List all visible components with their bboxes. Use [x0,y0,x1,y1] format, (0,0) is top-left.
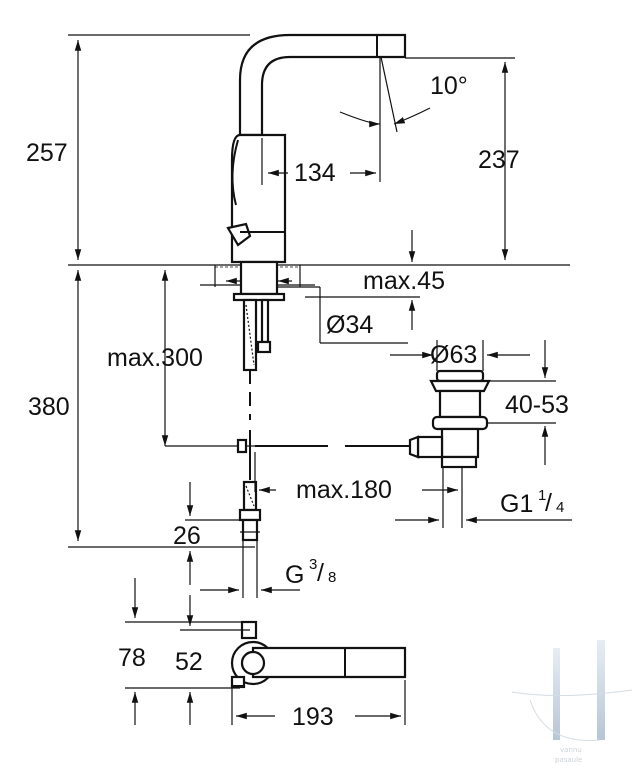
dim-below-deck: 380 [28,270,255,548]
dim-plan-reach: 193 [231,680,406,731]
dim-hole-diameter: Ø34 [226,277,408,344]
watermark-logo: vannu pasaule [511,640,633,764]
drain-thread-slash: / [545,489,552,517]
dim-plan-depth: 78 [118,578,245,725]
plan-reach-label: 193 [292,703,334,731]
drain-rod-label: max.180 [296,476,392,504]
plan-depth-label: 78 [118,644,146,672]
drain-thread-den: 4 [556,499,564,516]
drain-rod [165,438,410,454]
dim-spout-reach: 134 [261,138,376,187]
supply-thread-den: 8 [328,569,336,586]
dim-supply-thread: G 3 / 8 [200,540,336,598]
dim-drain-thread: G1 1 / 4 [395,467,572,528]
drain-range-label: 40-53 [505,391,569,419]
spout-angle-annotation: 10° [339,56,468,182]
dim-total-height: 257 [26,34,250,260]
spout-height-label: 237 [478,146,520,174]
spout-outline [238,33,407,137]
watermark-bar-left [553,648,560,740]
drain-thread-num: 1 [538,487,546,504]
dim-plan-offset: 52 [175,595,250,725]
dim-connector: 26 [173,482,240,585]
dim-hose-length: max.300 [107,270,203,446]
spout-angle-label: 10° [430,72,468,100]
below-deck-label: 380 [28,393,70,421]
deck-thickness-label: max.45 [363,267,445,295]
watermark-line2: pasaule [555,756,582,764]
drain-diameter-label: Ø63 [430,341,477,369]
mounting-shank [232,260,286,372]
dim-spout-height: 237 [405,57,520,260]
popup-waste [408,369,491,469]
plan-view [230,620,407,689]
dim-drain-diameter: Ø63 [390,340,530,371]
hole-diameter-label: Ø34 [326,311,373,339]
dim-drain-rod: max.180 [254,452,463,528]
dim-drain-range: 40-53 [483,340,569,465]
supply-thread-num: 3 [309,556,317,573]
faucet-elevation [226,33,407,264]
drain-thread-main: G1 [500,490,533,518]
hose-length-label: max.300 [107,344,203,372]
body-recess [231,139,239,206]
supply-hose [238,370,262,542]
connector-label: 26 [173,522,201,550]
watermark-line1: vannu [560,746,582,754]
plan-offset-label: 52 [175,648,203,676]
lever-handle [226,222,252,247]
watermark-bar-right [597,640,605,740]
deck [68,264,570,287]
dim-deck-thickness: max.45 [305,230,445,330]
spout-reach-label: 134 [294,159,336,187]
total-height-label: 257 [26,139,68,167]
supply-thread-slash: / [317,559,324,587]
supply-thread-main: G [285,561,304,589]
